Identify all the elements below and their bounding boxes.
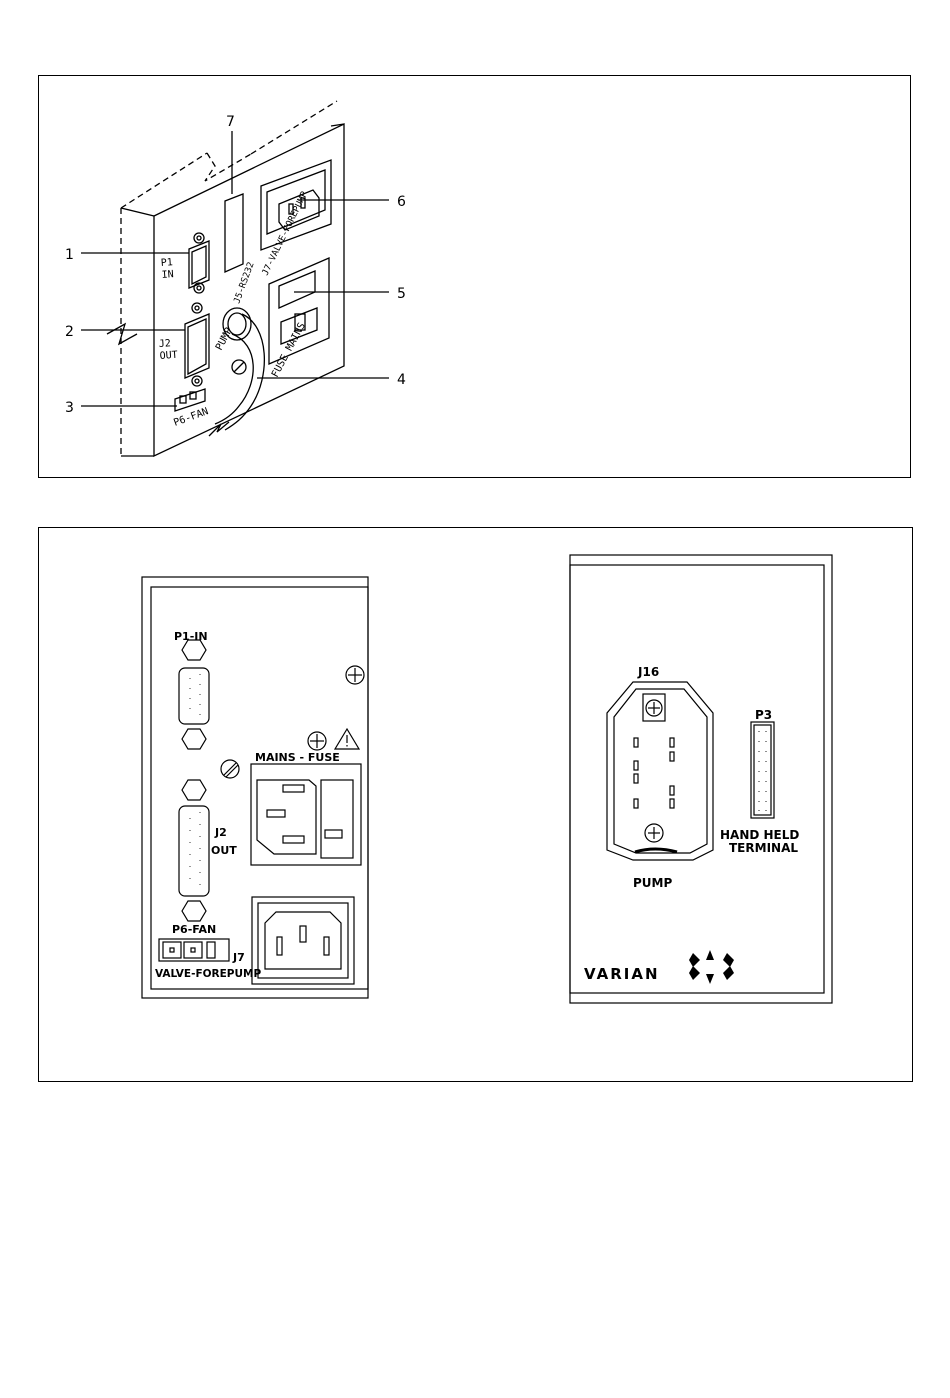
p1-hex-bottom (182, 729, 206, 749)
earth-ground-icon (308, 732, 326, 750)
label-out: OUT (211, 844, 237, 857)
label-p1: P1 (160, 257, 173, 269)
label-out: OUT (159, 350, 178, 362)
p1-in-connector (179, 668, 209, 724)
figure-2-front-views: P1-IN MAINS - FUSE J2 OUT P6-FAN J7 VALV… (39, 528, 914, 1083)
label-p6-fan: P6-FAN (172, 923, 216, 936)
label-in: IN (161, 269, 174, 281)
p3-pins (759, 731, 766, 811)
label-valve-forepump: VALVE-FOREPUMP (155, 968, 261, 980)
label-j7: J7 (232, 951, 245, 964)
label-mains-fuse: MAINS - FUSE (255, 751, 340, 764)
j7-valve-forepump-socket (252, 897, 354, 984)
label-varian-brand: VARIAN (584, 965, 660, 983)
label-terminal: TERMINAL (729, 841, 798, 855)
label-hand-held: HAND HELD (720, 828, 799, 842)
warning-triangle-icon (335, 729, 359, 749)
j16-pump-connector (607, 682, 713, 860)
label-pump: PUMP (633, 876, 672, 890)
label-p3: P3 (755, 708, 772, 722)
j2-hex-bottom (182, 901, 206, 921)
figure-1-frame: 1 2 3 4 5 6 7 P1 IN J2 OUT P6-FAN J5-RS2… (38, 75, 911, 478)
label-j16: J16 (637, 665, 659, 679)
figure-1-perspective-panel: 1 2 3 4 5 6 7 P1 IN J2 OUT P6-FAN J5-RS2… (39, 76, 912, 479)
label-j2: J2 (158, 338, 171, 350)
p1-hex-top (182, 640, 206, 660)
callout-1: 1 (65, 247, 74, 263)
callout-3: 3 (65, 400, 74, 416)
callout-2: 2 (65, 324, 74, 340)
screw-icon (221, 760, 239, 778)
j2-hex-top (182, 780, 206, 800)
label-p1-in: P1-IN (174, 630, 208, 643)
callout-4: 4 (397, 372, 406, 388)
callout-6: 6 (397, 194, 406, 210)
callout-5: 5 (397, 286, 406, 302)
p6-fan-connector (159, 939, 229, 961)
j2-out-connector (179, 806, 209, 896)
callout-7: 7 (226, 114, 235, 130)
label-j2: J2 (214, 826, 227, 839)
varian-logo-icon (689, 950, 734, 984)
p3-hand-held-terminal-connector (751, 722, 774, 818)
right-front-panel (570, 555, 832, 1003)
figure-2-frame: P1-IN MAINS - FUSE J2 OUT P6-FAN J7 VALV… (38, 527, 913, 1082)
earth-ground-icon (346, 666, 364, 684)
mains-fuse-module (251, 764, 361, 865)
